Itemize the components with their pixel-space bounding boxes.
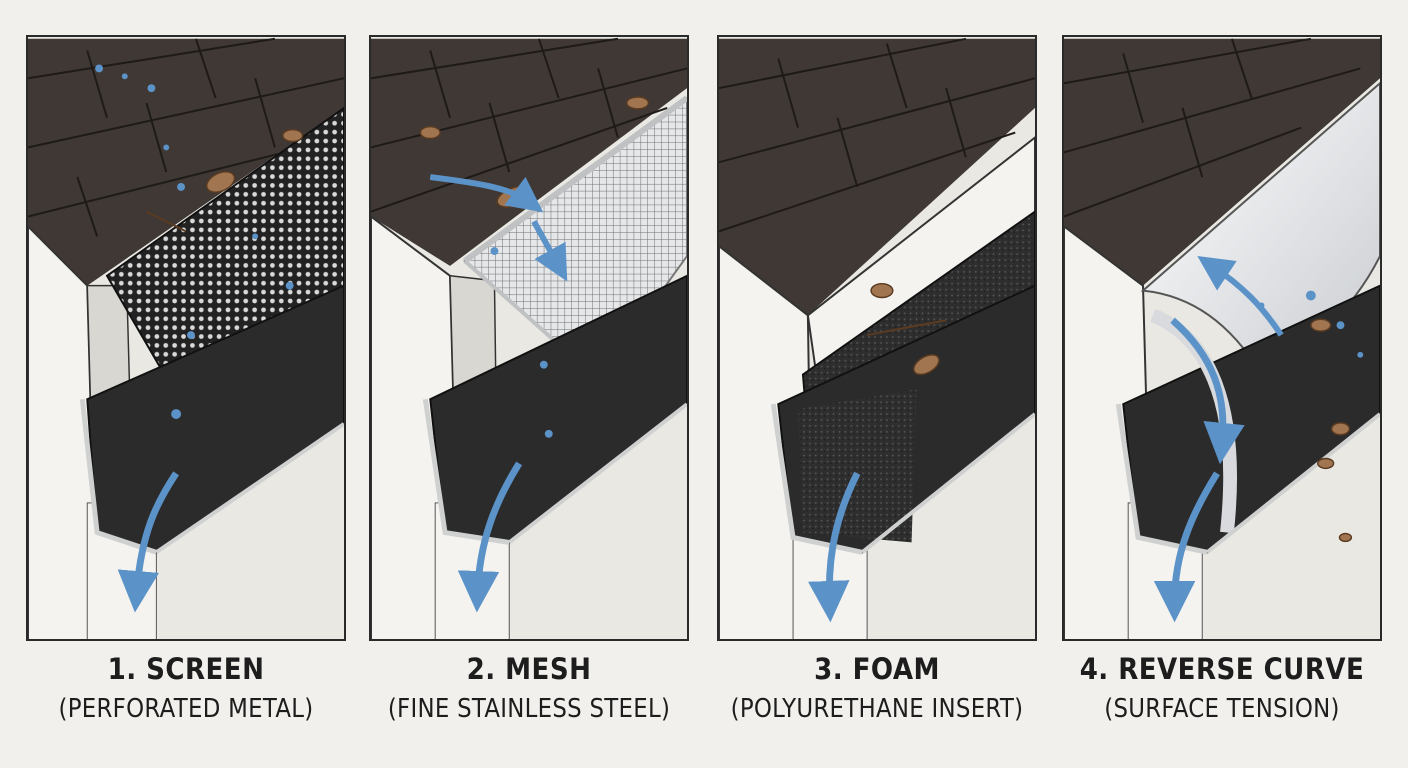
water-arrow-icon xyxy=(429,174,544,213)
water-arrow-icon xyxy=(1170,317,1245,465)
roof-shingles xyxy=(28,38,344,286)
roof-shingles xyxy=(719,38,1035,316)
leaf-icon xyxy=(870,282,894,299)
panel-foam xyxy=(717,35,1037,641)
leaf-icon xyxy=(1330,422,1351,436)
caption-subtitle-foam: (POLYURETHANE INSERT) xyxy=(730,694,1024,724)
caption-title-foam: 3. FOAM xyxy=(814,652,940,686)
water-arrow-icon xyxy=(1197,256,1284,337)
caption-subtitle-screen: (PERFORATED METAL) xyxy=(58,694,314,724)
water-arrow-icon xyxy=(117,471,180,613)
caption-title-screen: 1. SCREEN xyxy=(107,652,265,686)
panel-reverse-curve xyxy=(1062,35,1382,641)
reverse-curve-illustration xyxy=(1064,37,1380,639)
water-arrow-icon xyxy=(1153,471,1220,623)
leaf-icon xyxy=(1310,318,1332,332)
leaf-icon xyxy=(282,128,304,143)
mesh-illustration xyxy=(371,37,687,639)
leaf-icon xyxy=(205,171,236,193)
screen-illustration xyxy=(28,37,344,639)
caption-subtitle-mesh: (FINE STAINLESS STEEL) xyxy=(387,694,671,724)
caption-subtitle-reverse-curve: (SURFACE TENSION) xyxy=(1104,694,1340,724)
leaf-icon xyxy=(419,125,441,140)
foam-illustration xyxy=(719,37,1035,639)
panel-screen xyxy=(26,35,346,641)
caption-title-reverse-curve: 4. REVERSE CURVE xyxy=(1079,652,1365,686)
roof-shingles xyxy=(1064,38,1380,286)
water-arrow-icon xyxy=(457,461,523,613)
leaf-icon xyxy=(1317,457,1335,470)
leaf-icon xyxy=(1338,532,1353,543)
water-arrow-icon xyxy=(531,220,568,282)
caption-title-mesh: 2. MESH xyxy=(466,652,592,686)
leaf-icon xyxy=(913,354,940,376)
roof-shingles xyxy=(371,38,687,266)
panel-mesh xyxy=(369,35,689,641)
leaf-icon xyxy=(626,96,650,110)
water-arrow-icon xyxy=(808,471,861,623)
